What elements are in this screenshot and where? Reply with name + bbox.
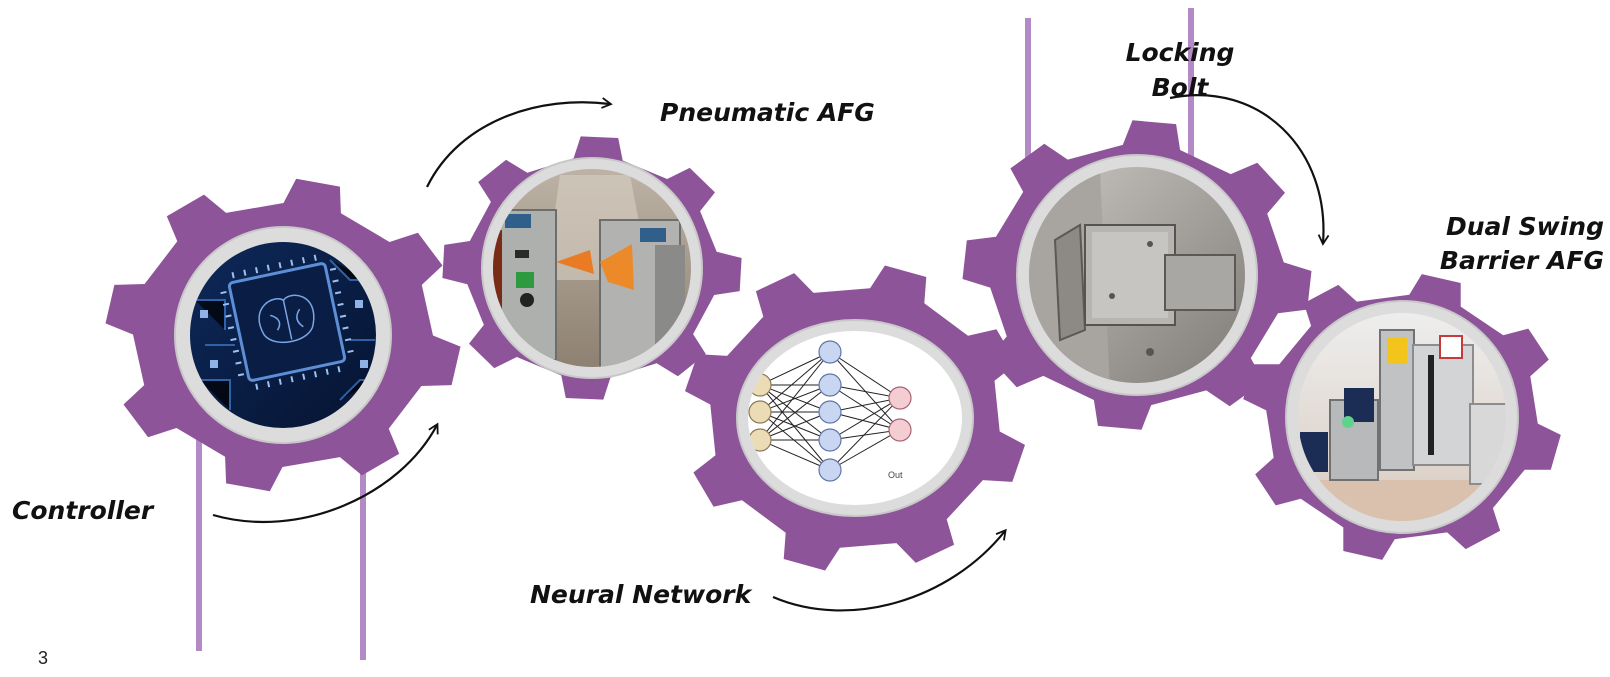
nn-output-node: [888, 386, 912, 410]
network-icon: ut Out: [748, 331, 962, 505]
nn-output-node: [888, 418, 912, 442]
svg-text:Out: Out: [888, 470, 903, 480]
nn-hidden-node: [818, 340, 842, 364]
chip-icon: [190, 242, 376, 428]
nn-hidden-node: [818, 458, 842, 482]
label-locking-line1: Locking: [1125, 38, 1235, 67]
arrow-group: [212, 94, 1330, 612]
flow-arrow-4: [1169, 94, 1330, 246]
label-pneumatic-afg: Pneumatic AFG: [660, 98, 875, 127]
label-controller: Controller: [12, 496, 154, 525]
nn-hidden-node: [818, 373, 842, 397]
label-dual-swing-line2: Barrier AFG: [1439, 246, 1604, 275]
page-number: 3: [38, 648, 49, 668]
label-dual-swing-line1: Dual Swing: [1445, 212, 1604, 241]
label-neural-network: Neural Network: [530, 580, 752, 609]
nn-hidden-node: [818, 428, 842, 452]
nn-hidden-node: [818, 400, 842, 424]
flow-arrow-1: [212, 422, 439, 524]
flow-arrow-3: [772, 528, 1007, 612]
label-locking-line2: Bolt: [1151, 73, 1209, 102]
flow-arrow-2: [426, 97, 613, 188]
nn-input-node: [748, 400, 772, 424]
